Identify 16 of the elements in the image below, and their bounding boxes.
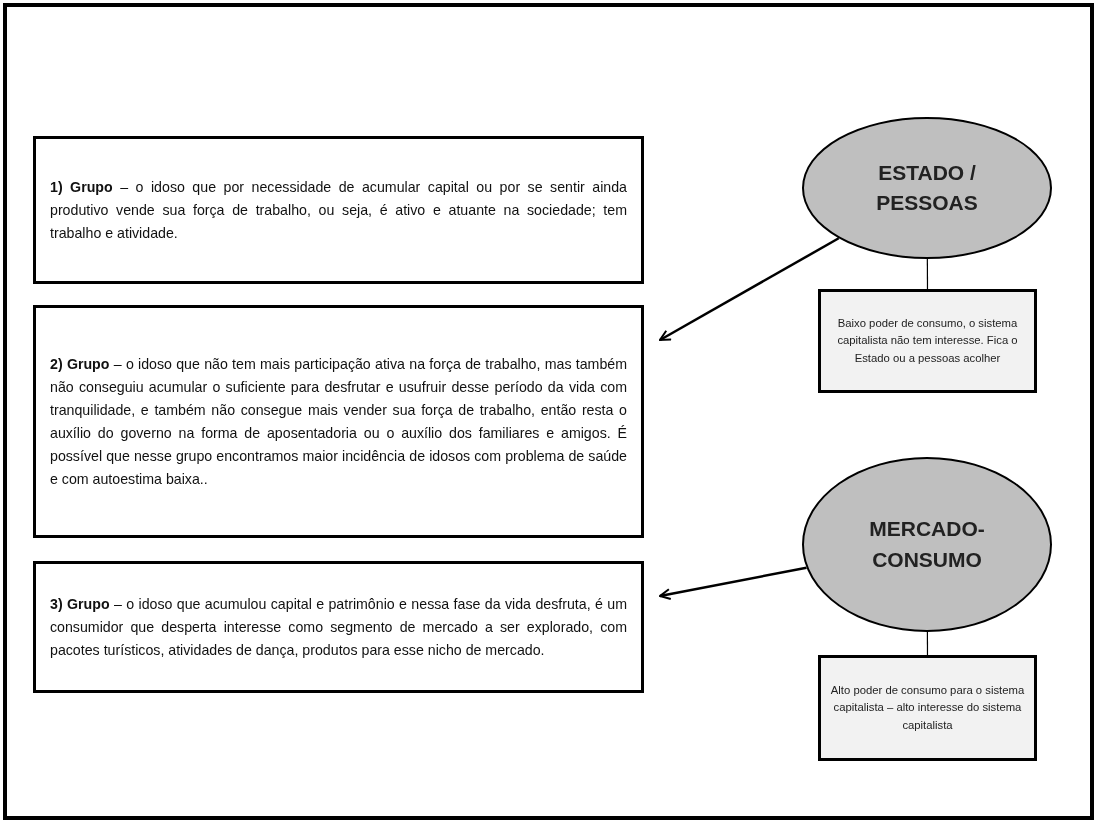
ellipse-label: MERCADO- CONSUMO xyxy=(868,516,986,573)
group-description: 3) Grupo – o idoso que acumulou capital e patrimônio e nessa fase da vida desfruta, é um consumidor que desperta interesse como segmento de mercado a ser explorado, com pacotes turísticos, atividades de dança, produtos para esse nicho de mercado. xyxy=(50,594,627,660)
note-text: Baixo poder de consumo, o sistema capitalista não tem interesse. Fica o Estado ou a pessoas acolher xyxy=(836,315,1019,366)
connector-line xyxy=(926,631,929,656)
arrow xyxy=(659,237,840,342)
note-text: Alto poder de consumo para o sistema capitalista – alto interesse do sistema capitalista xyxy=(829,682,1026,733)
ellipse-label: ESTADO / PESSOAS xyxy=(875,159,979,216)
note-box xyxy=(818,655,1037,761)
text-box xyxy=(33,305,644,538)
group-description: 2) Grupo – o idoso que não tem mais participação ativa na força de trabalho, mas também não conseguiu acumular o suficiente para desfrutar e usufruir desse período da vida com tranquilidade, e também não consegue mais vender sua força de trabalho, então resta o auxílio do governo na forma de aposentadoria ou o auxílio dos familiares e amigos. É possível que nesse grupo encontramos maior incidência de idosos com problema de saúde e com autoestima baixa.. xyxy=(50,354,627,489)
text-box xyxy=(33,136,644,284)
group-description: 1) Grupo – o idoso que por necessidade de acumular capital ou por se sentir ainda produtivo vende sua força de trabalho, ou seja, é ativo e atuante na sociedade; tem trabalho e atividade. xyxy=(50,177,627,243)
note-box xyxy=(818,289,1037,393)
connector-line xyxy=(926,258,929,290)
text-box xyxy=(33,561,644,693)
arrow xyxy=(659,566,807,600)
